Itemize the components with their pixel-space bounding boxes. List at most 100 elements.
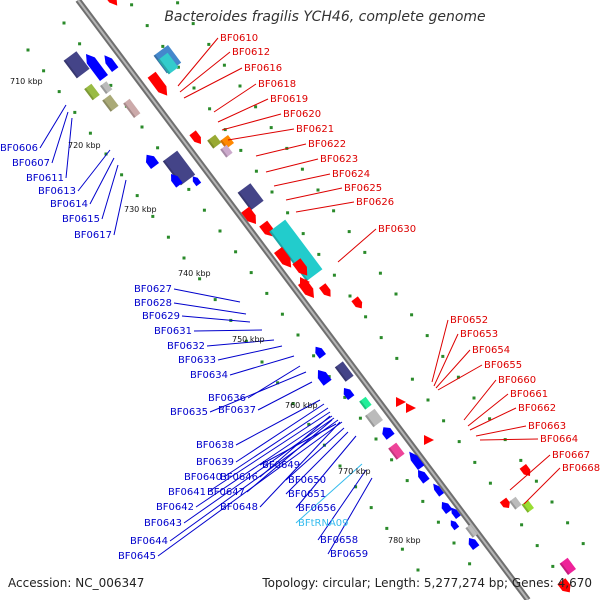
leader-line (523, 467, 561, 505)
gene-label: BF0623 (320, 154, 358, 165)
guide-dot (296, 333, 300, 337)
leader-line (183, 417, 335, 524)
gene-label: BF0637 (218, 405, 256, 416)
gene-label: BF0615 (62, 214, 100, 225)
guide-dot (468, 562, 472, 566)
gene-label: BF0654 (472, 345, 510, 356)
guide-dot (332, 209, 336, 213)
gene-feature (86, 54, 108, 82)
leader-line (229, 355, 295, 376)
leader-line (173, 302, 247, 315)
guide-dot (280, 312, 284, 316)
gene-feature (269, 219, 323, 282)
gene-feature (84, 83, 100, 101)
gene-arrow (418, 470, 430, 484)
leader-line (327, 477, 373, 555)
gene-arrow (102, 0, 118, 6)
leader-line (475, 425, 527, 437)
gene-label: BF0619 (270, 94, 308, 105)
gene-box (207, 134, 222, 149)
backbone (75, 0, 531, 600)
gene-box (84, 83, 100, 101)
gene-feature (102, 94, 119, 112)
guide-dot (260, 360, 264, 364)
gene-arrow (406, 403, 416, 413)
gene-arrow (519, 463, 531, 476)
gene-label: BF0646 (220, 472, 258, 483)
leader-line (259, 421, 341, 508)
map-title: Bacteroides fragilis YCH46, complete gen… (164, 9, 486, 25)
leader-line (467, 393, 509, 427)
leader-line (273, 173, 331, 187)
gene-feature (315, 346, 327, 359)
gene-label: BF0618 (258, 79, 296, 90)
gene-arrow (468, 538, 480, 551)
guide-dot (385, 526, 389, 530)
gene-box (334, 361, 354, 382)
gene-arrow (451, 507, 461, 520)
guide-dot (254, 169, 258, 173)
gene-feature (519, 463, 531, 476)
leader-line (295, 435, 357, 509)
guide-dot (130, 3, 134, 7)
gene-feature (123, 98, 141, 118)
gene-label: BF0643 (144, 518, 182, 529)
gene-arrow (499, 497, 510, 509)
guide-dot (348, 294, 352, 298)
gene-arrow (382, 427, 395, 440)
guide-dot (26, 48, 30, 52)
gene-arrow (319, 283, 331, 297)
guide-dot (238, 84, 242, 88)
leader-line (77, 149, 111, 192)
leader-line (265, 158, 319, 173)
leader-line (259, 423, 337, 466)
guide-dot (379, 336, 383, 340)
gene-label: BF0633 (178, 355, 216, 366)
guide-dot (550, 500, 554, 504)
leader-line (479, 438, 539, 441)
guide-dot (151, 214, 155, 218)
guide-dot (42, 69, 46, 73)
gene-feature (207, 134, 222, 149)
gene-label: BF0639 (196, 457, 234, 468)
guide-dot (441, 354, 445, 358)
leader-line (463, 379, 497, 421)
gene-label: BF0653 (460, 329, 498, 340)
leader-line (435, 349, 471, 389)
gene-feature (521, 499, 534, 513)
gene-feature (259, 220, 273, 237)
leader-line (65, 117, 73, 179)
gene-label: BF0628 (134, 298, 172, 309)
guide-dot (436, 520, 440, 524)
guide-dot (244, 339, 248, 343)
gene-shade (123, 102, 136, 118)
guide-dot (363, 250, 367, 254)
guide-dot (88, 131, 92, 135)
gene-box (364, 408, 383, 428)
gene-shade (158, 58, 171, 75)
gene-box (220, 144, 233, 158)
gene-label: BF0625 (344, 183, 382, 194)
gene-label: BF0661 (510, 389, 548, 400)
gene-feature (145, 154, 160, 170)
gene-feature (220, 144, 233, 158)
leader-line (227, 128, 295, 141)
gene-label: BF0612 (232, 47, 270, 58)
guide-dot (276, 381, 280, 385)
gene-box (269, 219, 323, 282)
leader-line (257, 381, 313, 411)
gene-feature (317, 370, 332, 386)
guide-dot (176, 1, 180, 5)
guide-dot (426, 398, 430, 402)
gene-label: BF0611 (26, 173, 64, 184)
guide-dot (488, 481, 492, 485)
gene-shade (207, 139, 215, 149)
leader-line (173, 288, 241, 303)
gene-feature (171, 174, 183, 188)
guide-dot (249, 271, 253, 275)
guide-dot (198, 277, 202, 281)
gene-feature (509, 496, 522, 510)
gene-label: BF0607 (12, 158, 50, 169)
guide-dot (347, 230, 351, 234)
leader-line (223, 407, 329, 478)
